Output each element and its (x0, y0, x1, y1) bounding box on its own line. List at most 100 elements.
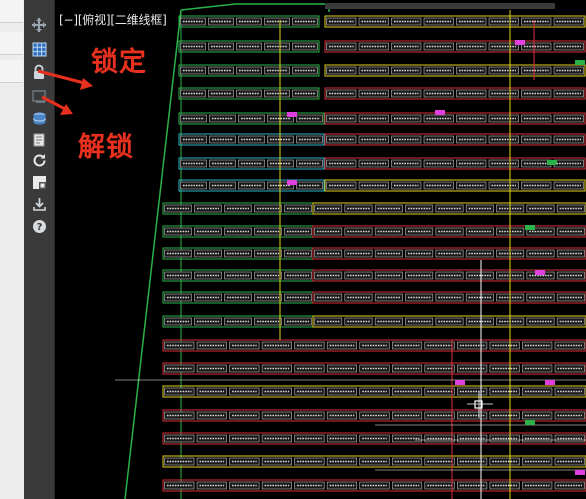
panel-cell (522, 411, 553, 420)
panel-cell (522, 387, 553, 396)
refresh-icon[interactable] (28, 150, 50, 170)
panel-cell (488, 135, 519, 144)
panel-cell (456, 42, 487, 51)
panel-cell (488, 42, 519, 51)
panel-cell (488, 17, 519, 26)
panel-cell (456, 135, 487, 144)
connection-marker (525, 420, 535, 425)
panel-cell (522, 481, 553, 490)
panel-cell (261, 387, 292, 396)
panel-cell (489, 341, 520, 350)
selection-grip (474, 400, 483, 409)
help-icon[interactable]: ? (28, 216, 50, 236)
unlock-annotation: 解锁 (78, 132, 134, 163)
panel-cell (196, 387, 227, 396)
panel-cell (424, 434, 455, 443)
panel-cell (292, 17, 318, 26)
panel-cell (521, 135, 552, 144)
panel-cell (554, 434, 585, 443)
panel-cell (522, 364, 553, 373)
panel-cell (180, 89, 206, 98)
panel-cell (456, 114, 487, 123)
panel-cell (208, 66, 234, 75)
panel-cell (164, 341, 195, 350)
panel-cell (236, 89, 262, 98)
panel-cell (423, 181, 454, 190)
panel-cell (456, 17, 487, 26)
panel-cell (456, 66, 487, 75)
pan-icon[interactable] (28, 15, 50, 35)
side-panel-tab[interactable] (0, 0, 23, 23)
panel-cell (326, 17, 357, 26)
panel-cell (326, 364, 358, 373)
panel-strip (324, 157, 586, 170)
panel-cell (326, 181, 357, 190)
panel-cell (489, 481, 520, 490)
panel-strip (324, 179, 586, 192)
cad-drawing-canvas[interactable] (55, 0, 586, 499)
panel-strip (178, 157, 325, 170)
panel-cell (208, 42, 234, 51)
vertical-toolbar: ? (24, 0, 55, 499)
view-mode-label[interactable]: [−][俯视][二维线框] (59, 13, 167, 27)
panel-cell (391, 387, 423, 396)
side-panel-tab[interactable] (0, 32, 23, 55)
panel-cell (261, 411, 292, 420)
panel-cell (164, 457, 195, 466)
panel-cell (229, 364, 260, 373)
panel-cell (236, 42, 262, 51)
unlock-icon[interactable] (28, 86, 50, 106)
panel-strip (312, 315, 586, 328)
panel-cell (264, 89, 290, 98)
panel-cell (457, 387, 488, 396)
panel-cell (229, 411, 260, 420)
panel-cell (391, 42, 422, 51)
panel-cell (358, 159, 389, 168)
side-panel-tab[interactable] (0, 60, 23, 83)
panel-cell (326, 481, 358, 490)
page-icon[interactable] (28, 130, 50, 150)
panel-cell (326, 66, 357, 75)
panel-cell (261, 341, 292, 350)
panel-cell (424, 411, 455, 420)
download-icon[interactable] (28, 194, 50, 214)
panel-cell (292, 42, 318, 51)
panel-cell (229, 341, 260, 350)
svg-text:?: ? (36, 222, 42, 233)
panel-cell (236, 17, 262, 26)
panel-cell (229, 434, 260, 443)
panel-strip (178, 112, 325, 125)
panel-cell (359, 411, 390, 420)
panel-cell (553, 66, 584, 75)
panel-cell (488, 181, 519, 190)
connection-marker (575, 60, 585, 65)
panel-cell (196, 481, 227, 490)
panel-strip (178, 133, 325, 146)
panel-cell (521, 42, 552, 51)
grid-icon[interactable] (28, 39, 50, 59)
connection-marker (455, 380, 465, 385)
connection-marker (545, 380, 555, 385)
drawing-viewport[interactable]: [−][俯视][二维线框] (55, 0, 586, 499)
panel-cell (488, 159, 519, 168)
panel-cell (196, 341, 227, 350)
connection-marker (435, 110, 445, 115)
lock-annotation: 锁定 (91, 47, 147, 78)
panel-cell (358, 114, 389, 123)
panel-cell (359, 341, 390, 350)
connection-marker (525, 225, 535, 230)
connection-marker (515, 40, 525, 45)
mask-icon[interactable] (28, 172, 50, 192)
panel-cell (358, 66, 389, 75)
layers-icon[interactable] (28, 108, 50, 128)
left-side-panel (0, 0, 25, 499)
panel-cell (294, 457, 325, 466)
lock-icon[interactable] (28, 62, 50, 82)
panel-cell (196, 411, 227, 420)
panel-cell (391, 181, 422, 190)
panel-cell (554, 341, 585, 350)
panel-cell (489, 364, 520, 373)
panel-strip (162, 432, 586, 445)
panel-cell (236, 66, 262, 75)
panel-cell (522, 457, 553, 466)
